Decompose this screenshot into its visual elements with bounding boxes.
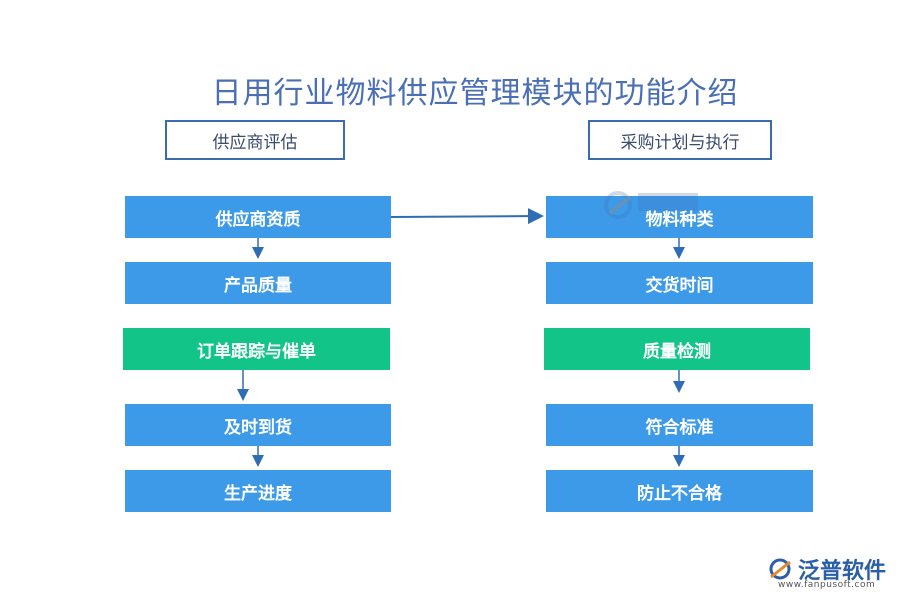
right-box-delivery-time: 交货时间 (546, 262, 813, 304)
right-box-meets-standard: 符合标准 (546, 404, 813, 446)
fanpu-logo-icon (769, 558, 791, 580)
right-header: 采购计划与执行 (588, 120, 772, 160)
left-box-on-time-delivery: 及时到货 (125, 404, 391, 446)
left-header: 供应商评估 (165, 120, 345, 160)
brand-name: 泛普软件 (798, 559, 887, 584)
right-box-quality-inspection: 质量检测 (544, 328, 810, 370)
brand-logo: 泛普软件 (768, 553, 886, 585)
left-box-product-quality: 产品质量 (125, 262, 391, 304)
page-title: 日用行业物料供应管理模块的功能介绍 (211, 76, 739, 111)
right-box-material-type: 物料种类 (546, 196, 813, 238)
arrow-left-to-right (390, 208, 544, 225)
left-box-supplier-qualification: 供应商资质 (125, 196, 391, 238)
left-box-order-tracking: 订单跟踪与催单 (123, 328, 390, 370)
right-box-prevent-defects: 防止不合格 (546, 470, 813, 512)
brand-url: www.fanpusoft.com (778, 580, 876, 590)
left-box-production-progress: 生产进度 (125, 470, 391, 512)
